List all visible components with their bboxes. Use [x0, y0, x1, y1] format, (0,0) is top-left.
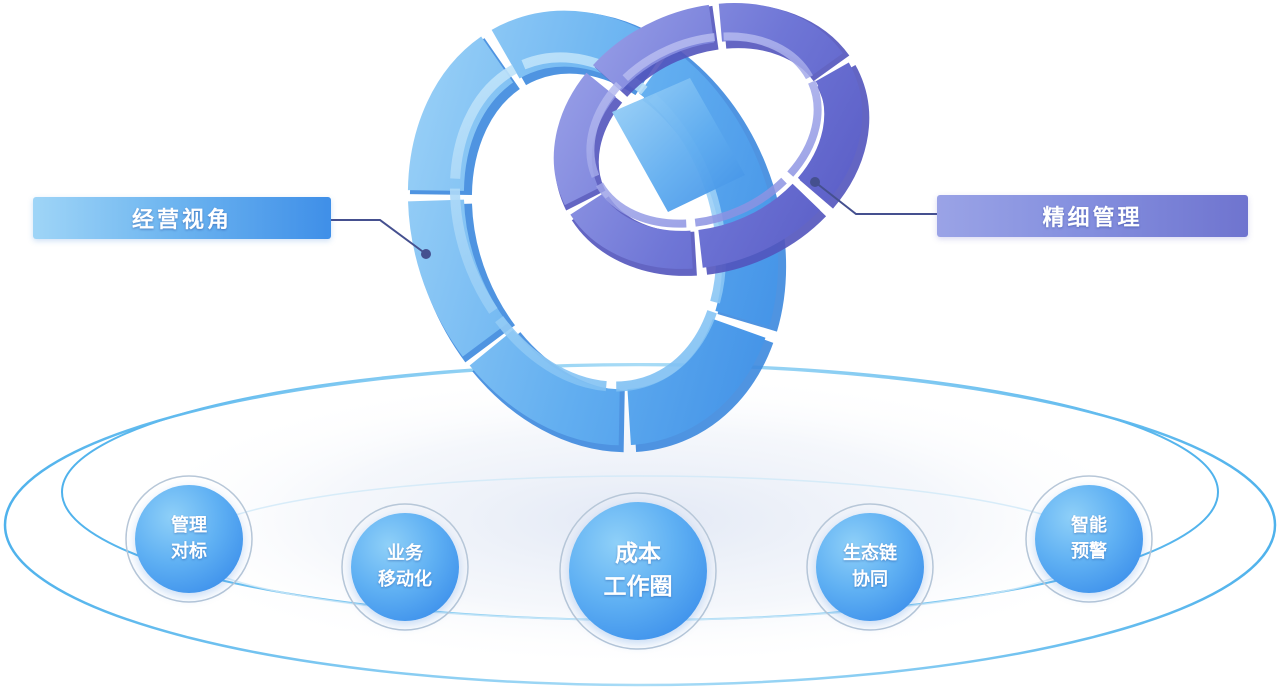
label-fine-management: 精细管理: [937, 195, 1248, 237]
connector-right-dot-b: [810, 177, 820, 187]
node-business-mobile: 业务 移动化: [351, 513, 459, 621]
node-cost-workcircle-line1: 成本: [615, 540, 661, 567]
node-ecochain-collab-line1: 生态链: [843, 542, 897, 564]
node-management-benchmark-line1: 管理: [171, 514, 207, 536]
node-management-benchmark: 管理 对标: [135, 485, 243, 593]
label-fine-management-text: 精细管理: [1042, 206, 1143, 231]
label-operating-perspective-text: 经营视角: [131, 208, 232, 233]
node-cost-workcircle: 成本 工作圈: [569, 502, 707, 640]
node-ecochain-collab-line2: 协同: [852, 569, 888, 590]
node-halo-1: [125, 475, 253, 603]
node-smart-alert: 智能 预警: [1035, 485, 1143, 593]
connector-right: [814, 181, 954, 215]
node-halo-5: [1025, 475, 1153, 603]
node-cost-workcircle-line2: 工作圈: [603, 574, 673, 600]
node-halo-2: [341, 503, 469, 631]
node-smart-alert-line2: 预警: [1071, 541, 1107, 562]
label-operating-perspective: 经营视角: [33, 197, 331, 239]
node-smart-alert-line1: 智能: [1071, 514, 1107, 536]
node-management-benchmark-line2: 对标: [171, 541, 207, 562]
connector-left-dot-b: [421, 249, 431, 259]
blue-ring-overlap: [612, 78, 745, 212]
connector-left: [318, 219, 427, 255]
purple-ring: [553, 3, 870, 276]
node-business-mobile-line2: 移动化: [378, 569, 432, 590]
node-halo-4: [806, 503, 934, 631]
node-ecochain-collab: 生态链 协同: [816, 513, 924, 621]
node-halo-3: [559, 492, 717, 650]
node-business-mobile-line1: 业务: [387, 542, 423, 564]
